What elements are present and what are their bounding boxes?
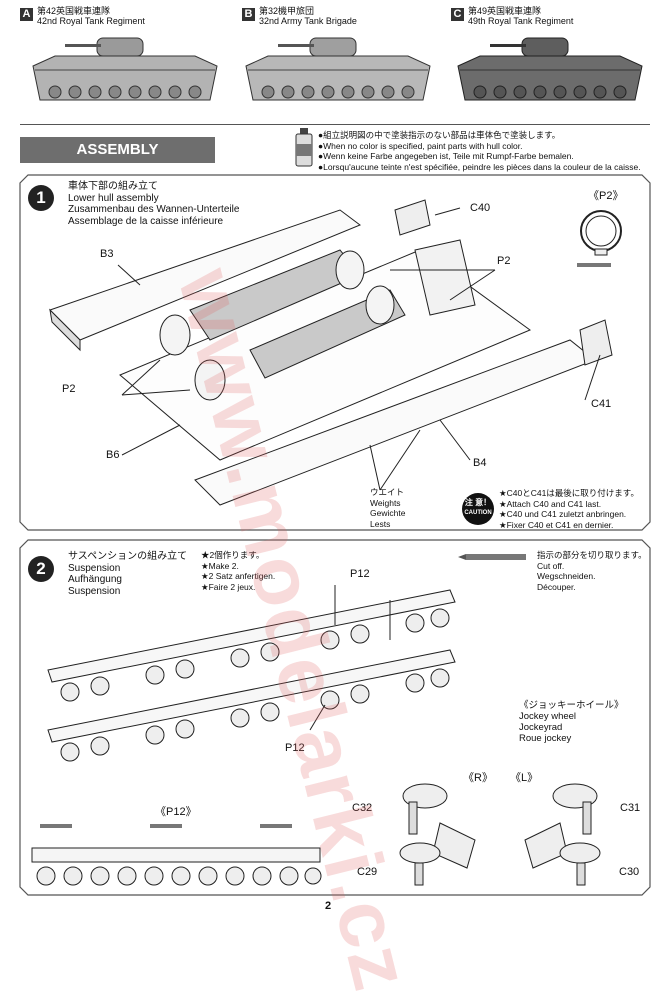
caution-fr: ★Fixer C40 et C41 en dernier. — [499, 519, 614, 530]
step2-title-en: Suspension — [68, 562, 121, 574]
make2-fr: ★Faire 2 jeux. — [201, 581, 256, 592]
caution-en: ★Attach C40 and C41 last. — [499, 498, 602, 509]
jockey-wheel-label: 《ジョッキーホイール》 Jockey wheel Jockeyrad Roue … — [519, 700, 624, 744]
label-b4: B4 — [473, 457, 487, 469]
label-c29: C29 — [357, 866, 378, 878]
label-l: 《L》 — [510, 772, 539, 784]
cutoff-note: 指示の部分を切り取ります。 Cut off. Wegschneiden. Déc… — [537, 550, 647, 592]
make2-en: ★Make 2. — [201, 560, 239, 571]
label-c32: C32 — [352, 802, 373, 814]
suspension-drawing — [47, 585, 456, 762]
paint-note-jp: ●組立説明図の中で塗装指示のない部品は車体色で塗装します。 — [318, 130, 561, 140]
step1-number: 1 — [28, 185, 54, 211]
label-p2-detail: 《P2》 — [588, 190, 624, 202]
knife-icon — [458, 554, 526, 560]
caution-badge-jp: 注 意！ — [464, 498, 492, 507]
step1-title-en: Lower hull assembly — [68, 192, 159, 204]
paint-note-de: ●Wenn keine Farbe angegeben ist, Teile m… — [318, 151, 574, 161]
weights-label: ウエイト Weights Gewichte Lests — [370, 487, 405, 529]
step1-title: 車体下部の組み立て Lower hull assembly Zusammenba… — [68, 181, 239, 227]
divider — [20, 124, 650, 125]
variant-a-en: 42nd Royal Tank Regiment — [37, 16, 145, 26]
label-p2-left: P2 — [62, 383, 76, 395]
variant-c-en: 49th Royal Tank Regiment — [468, 16, 574, 26]
label-b6: B6 — [106, 449, 120, 461]
step2-number: 2 — [28, 556, 54, 582]
cutoff-jp: 指示の部分を切り取ります。 — [537, 550, 647, 560]
p12-detail-drawing — [31, 824, 322, 886]
weights-en: Weights — [370, 497, 401, 508]
paint-notes: ●組立説明図の中で塗装指示のない部品は車体色で塗装します。 ●When no c… — [318, 130, 641, 172]
step1-title-de: Zusammenbau des Wannen-Unterteile — [68, 204, 240, 215]
make2-de: ★2 Satz anfertigen. — [201, 571, 276, 581]
cutoff-en: Cut off. — [537, 560, 565, 571]
label-p2-right: P2 — [497, 255, 511, 267]
step1-title-jp: 車体下部の組み立て — [68, 181, 158, 192]
assembly-heading: ASSEMBLY — [20, 137, 215, 163]
tank-illustration-b — [245, 37, 431, 101]
jockey-wheel-r-drawing — [399, 783, 476, 886]
make2-note: ★2個作ります。 ★Make 2. ★2 Satz anfertigen. ★F… — [201, 550, 275, 592]
label-r: 《R》 — [463, 772, 493, 784]
label-c41: C41 — [591, 398, 612, 410]
label-p12-detail: 《P12》 — [155, 806, 197, 818]
caution-de: ★C40 und C41 zuletzt anbringen. — [499, 509, 627, 519]
weights-jp: ウエイト — [370, 487, 405, 497]
jockey-jp: 《ジョッキーホイール》 — [519, 700, 624, 711]
label-p12-bottom: P12 — [285, 742, 305, 754]
step2-title-de: Aufhängung — [68, 574, 122, 585]
step2-frame — [19, 539, 651, 896]
variant-badge-c: C — [451, 8, 464, 21]
jockey-en: Jockey wheel — [519, 711, 577, 722]
variant-badge-b: B — [242, 8, 255, 21]
caution-badge-en: CAUTION — [464, 510, 492, 516]
caution-badge: 注 意！ CAUTION — [462, 493, 494, 525]
variant-b-jp: 第32機甲旅団 — [259, 6, 315, 16]
label-b3: B3 — [100, 248, 114, 260]
step1-frame — [19, 174, 651, 531]
variant-c-jp: 第49英国戦車連隊 — [468, 6, 542, 16]
label-c30: C30 — [619, 866, 640, 878]
step2-title-fr: Suspension — [68, 585, 121, 597]
jockey-wheel-l-drawing — [524, 783, 601, 886]
caution-note: ★C40とC41は最後に取り付けます。 ★Attach C40 and C41 … — [499, 488, 639, 530]
jockey-de: Jockeyrad — [519, 722, 563, 733]
page-number: 2 — [325, 900, 332, 912]
weights-fr: Lests — [370, 518, 391, 529]
variant-b-en: 32nd Army Tank Brigade — [259, 16, 357, 26]
jockey-fr: Roue jockey — [519, 733, 572, 744]
step2-title: サスペンションの組み立て Suspension Aufhängung Suspe… — [68, 551, 187, 597]
weights-de: Gewichte — [370, 508, 406, 518]
caution-jp: ★C40とC41は最後に取り付けます。 — [499, 488, 639, 498]
step1-title-fr: Assemblage de la caisse inférieure — [68, 215, 224, 227]
variant-badge-a: A — [20, 8, 33, 21]
tank-illustration-a — [32, 37, 218, 101]
p2-detail-drawing — [577, 210, 622, 267]
make2-jp: ★2個作ります。 — [201, 550, 265, 560]
cutoff-fr: Découper. — [537, 581, 576, 592]
cutoff-de: Wegschneiden. — [537, 571, 596, 581]
tank-illustration-c — [457, 37, 643, 101]
paint-note-fr: ●Lorsqu'aucune teinte n'est spécifiée, p… — [318, 161, 641, 172]
paint-bottle-icon — [295, 128, 313, 167]
label-c40: C40 — [470, 202, 491, 214]
variant-a-jp: 第42英国戦車連隊 — [37, 6, 111, 16]
paint-note-en: ●When no color is specified, paint parts… — [318, 140, 523, 151]
step2-title-jp: サスペンションの組み立て — [68, 551, 188, 562]
label-c31: C31 — [620, 802, 641, 814]
label-p12-top: P12 — [350, 568, 370, 580]
lower-hull-drawing — [49, 199, 613, 506]
